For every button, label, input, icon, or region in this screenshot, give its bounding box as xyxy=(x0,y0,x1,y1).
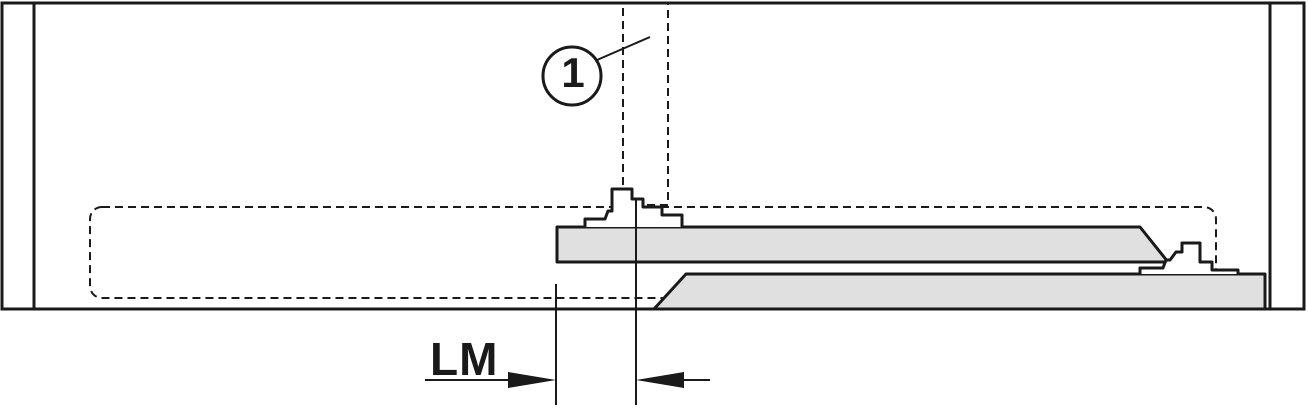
lower-runner-stop xyxy=(1138,241,1240,274)
upper-runner xyxy=(555,225,1170,264)
lower-runner xyxy=(652,272,1267,311)
callout-circle xyxy=(541,45,603,107)
dimension-arrow-left xyxy=(508,372,556,388)
component-1-dashed-outline xyxy=(622,2,669,206)
callout-leader-line xyxy=(596,36,651,61)
dimension-label: LM xyxy=(430,333,499,385)
callout-label: 1 xyxy=(561,49,585,96)
upper-runner-clip xyxy=(583,187,684,227)
dimension-arrow-right xyxy=(636,372,684,388)
